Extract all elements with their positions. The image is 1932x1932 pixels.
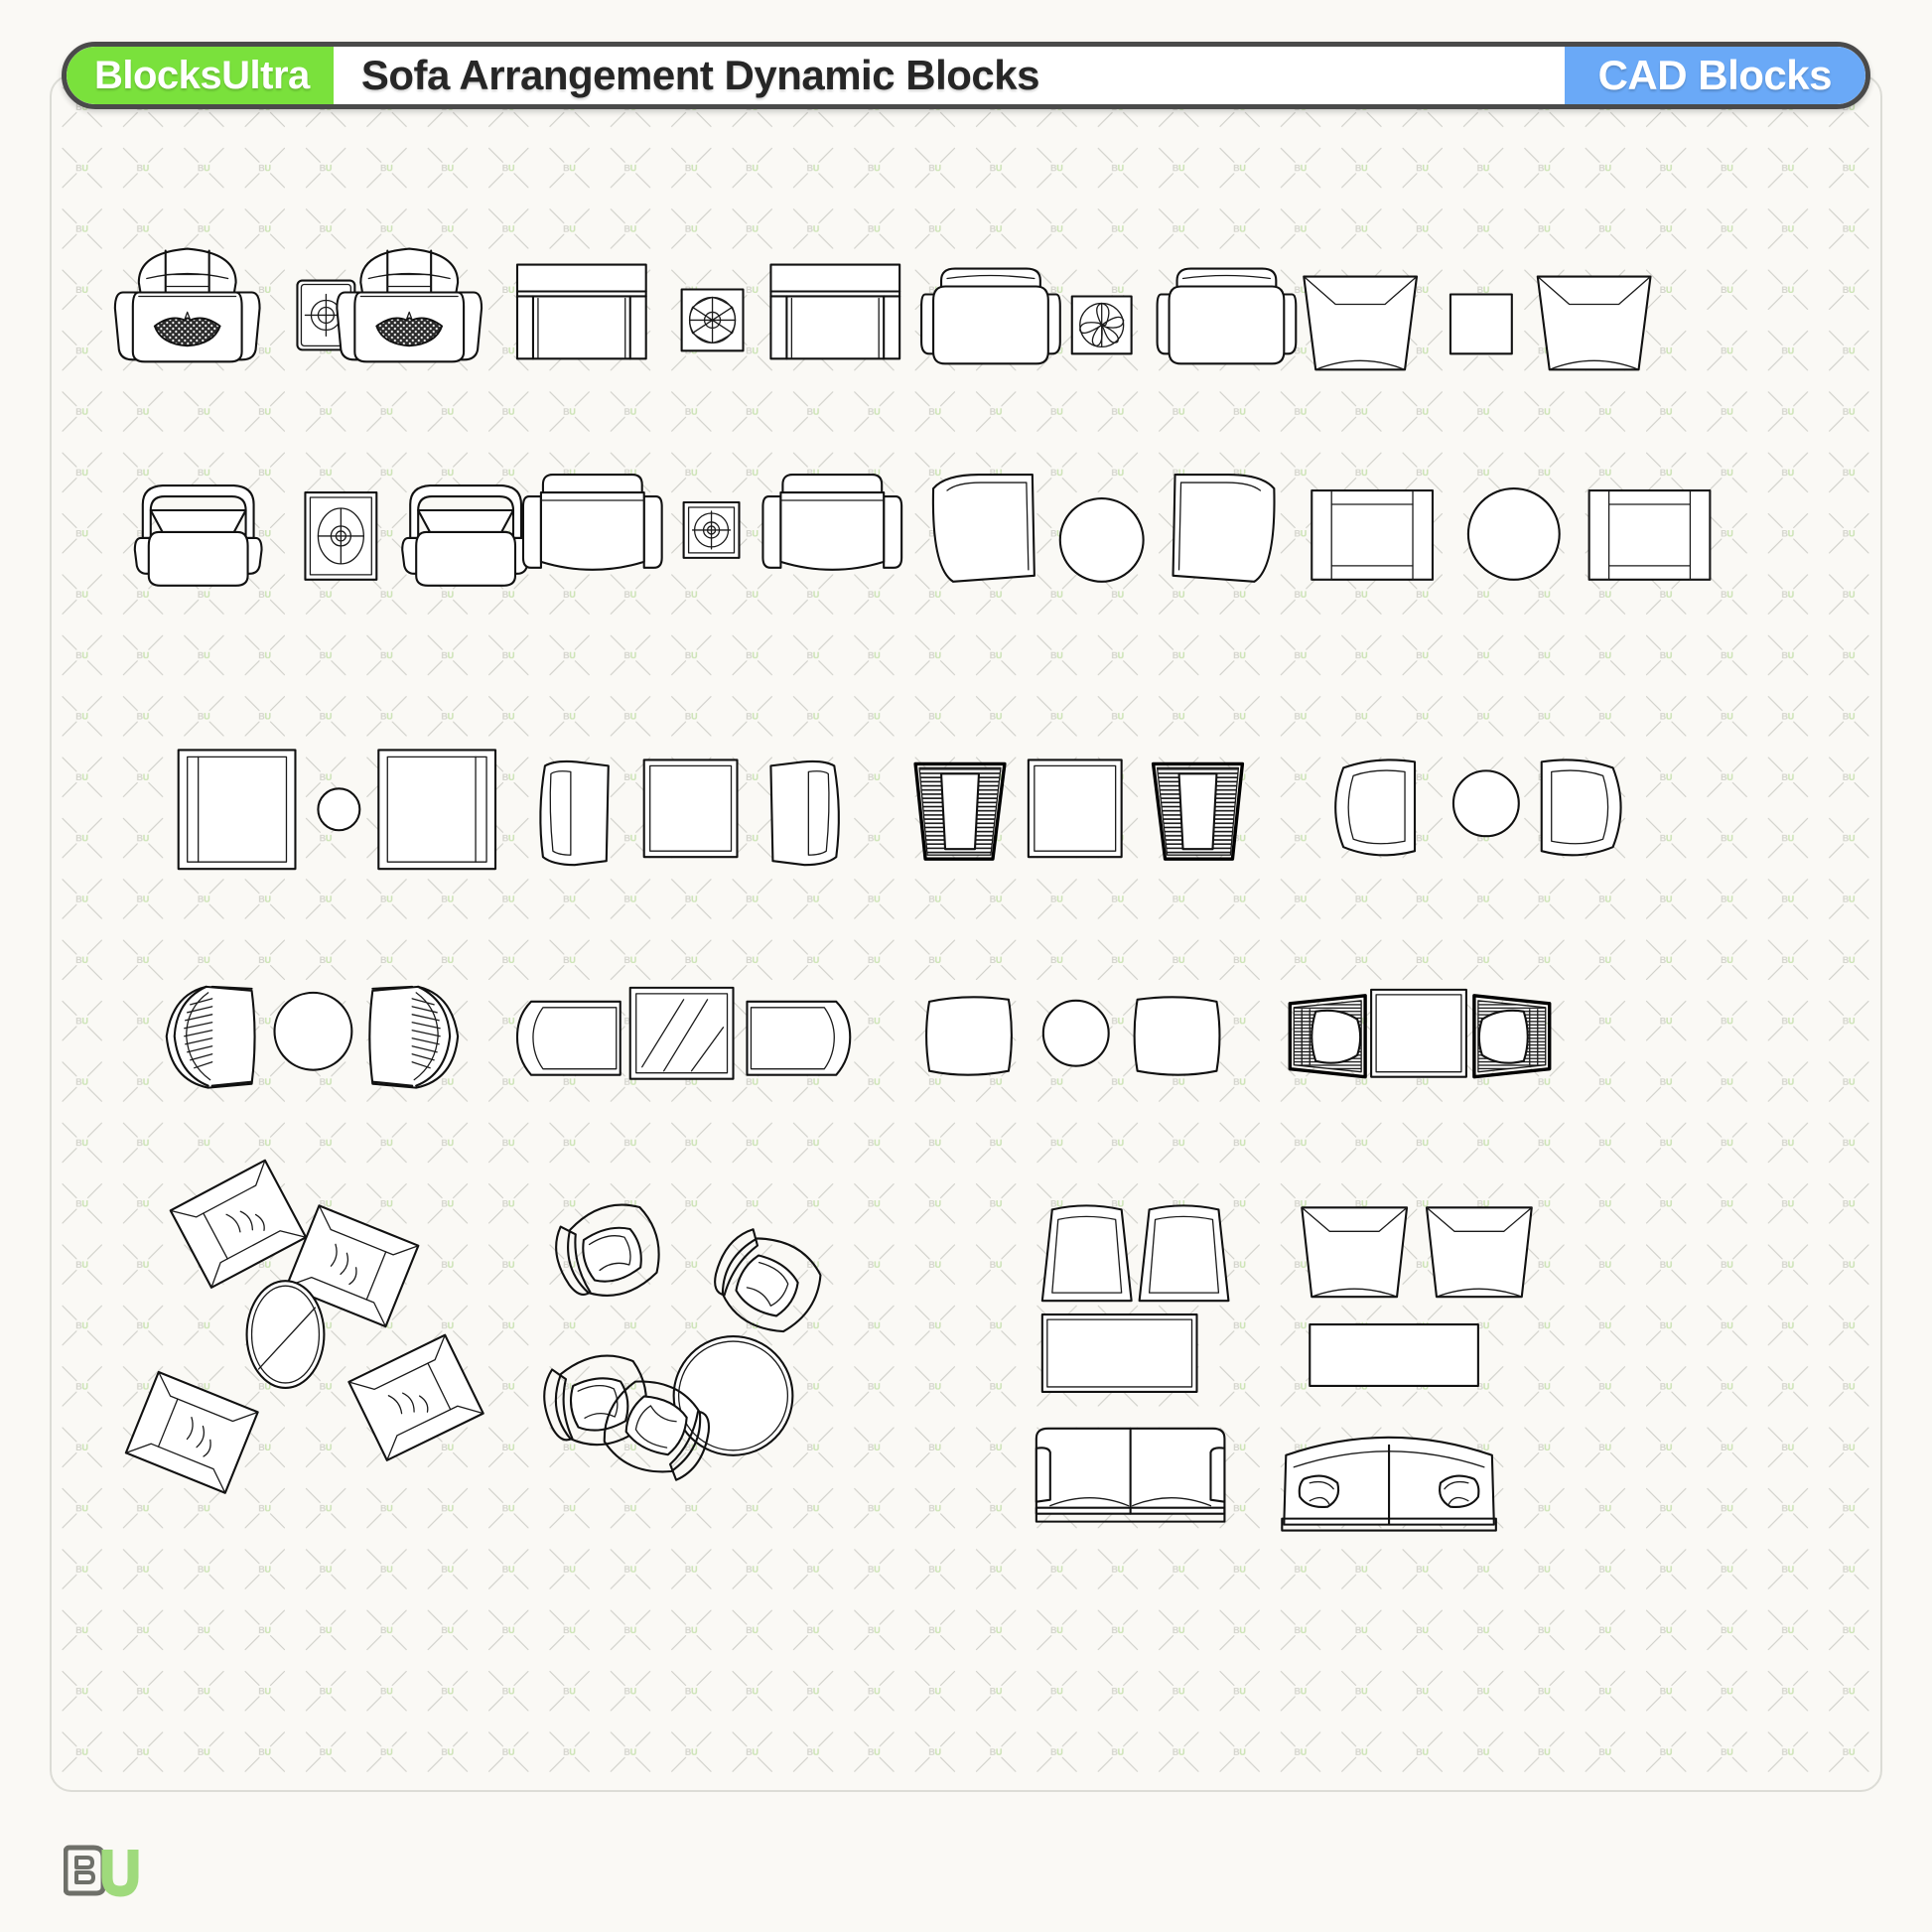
cad-blocks-layer <box>52 76 1880 1790</box>
group-four-armchairs-around-oval-table <box>124 1159 484 1494</box>
round-table-large[interactable] <box>1466 486 1561 581</box>
square-sofa-left <box>177 749 297 871</box>
tapered-armchair-right <box>1536 275 1652 371</box>
cushion-chair-left <box>925 996 1013 1076</box>
swivel-chair-top-right <box>700 1218 832 1345</box>
barrel-chair-left <box>1334 759 1417 857</box>
group-fan-back-chair-pair-with-circle-table <box>165 985 460 1089</box>
small-circle-table[interactable] <box>317 787 361 832</box>
page-title: Sofa Arrangement Dynamic Blocks <box>333 47 1565 104</box>
header-bar: BlocksUltra Sofa Arrangement Dynamic Blo… <box>62 42 1870 109</box>
logo-u-icon <box>101 1850 139 1897</box>
round-table[interactable] <box>1058 496 1145 583</box>
square-table-outline-2[interactable] <box>1027 759 1123 859</box>
armchair-winged-right <box>336 247 483 363</box>
lounge-chair-right <box>746 1000 852 1076</box>
group-tapered-armchair-pair-with-plain-square-table <box>1303 275 1652 371</box>
rounded-armchair-left <box>920 267 1061 365</box>
rect-table-striped[interactable] <box>628 986 735 1080</box>
group-shaded-chair-pair-with-rect-table <box>1288 988 1552 1079</box>
group-club-chair-pair-with-small-target-table <box>521 474 903 571</box>
group-two-chairs-coffee-table-and-sofa <box>1035 1204 1230 1522</box>
tub-chair-left <box>133 483 263 587</box>
small-square-table-target[interactable] <box>682 500 741 559</box>
oval-table[interactable] <box>245 1280 326 1389</box>
club-chair-left <box>521 474 663 571</box>
group-flared-chair-pair-with-square-table <box>539 759 840 867</box>
armchair-rotated-top-right <box>285 1204 420 1328</box>
circle-table[interactable] <box>1451 769 1520 838</box>
curved-back-chair-right <box>1172 474 1276 583</box>
fan-back-chair-right <box>368 985 460 1089</box>
round-table-group2[interactable] <box>672 1335 794 1456</box>
square-table-plain[interactable] <box>1449 293 1513 355</box>
square-sofa-right <box>377 749 497 871</box>
category-badge: CAD Blocks <box>1564 47 1865 104</box>
tub-chair-a <box>1040 1204 1133 1303</box>
armchair-winged-left <box>113 247 261 363</box>
two-seat-sofa <box>1035 1427 1226 1522</box>
armchair-rotated-top-left <box>169 1159 308 1289</box>
cad-canvas: BU U <box>50 74 1882 1792</box>
shaded-chair-right <box>1472 994 1552 1079</box>
tapered-armchair-left <box>1303 275 1419 371</box>
group-lounge-pair-with-striped-rect-table <box>515 986 852 1080</box>
rect-table-plain[interactable] <box>1309 1323 1479 1387</box>
shaded-chair-left <box>1288 994 1367 1079</box>
swivel-chair-mid-left <box>538 1349 653 1453</box>
group-boxy-armchair-pair-with-flower-table <box>515 263 901 359</box>
flared-chair-right <box>769 759 840 867</box>
boxy-armchair-right <box>769 263 901 359</box>
barrel-chair-right <box>1540 759 1622 857</box>
square-table-fan[interactable] <box>1070 295 1133 355</box>
logo-b-icon <box>64 1845 106 1896</box>
square-armchair-right <box>1587 488 1712 581</box>
swivel-chair-top-left <box>546 1194 670 1310</box>
curved-back-chair-left <box>931 474 1035 583</box>
group-three-swivel-chairs-around-round-table <box>538 1194 832 1489</box>
tapered-chair-b <box>1425 1206 1533 1299</box>
armchair-rotated-bottom-left <box>124 1370 259 1494</box>
square-table-rosette[interactable] <box>680 288 745 352</box>
group-rounded-armchair-pair-with-fan-table <box>920 267 1298 365</box>
curved-sofa-with-pillows <box>1282 1436 1496 1531</box>
swivel-chair-bottom <box>594 1368 722 1489</box>
group-barrel-chair-pair-with-circle-table <box>1334 759 1622 857</box>
group-tub-chair-pair-with-target-table <box>133 483 531 587</box>
flared-chair-left <box>539 759 610 867</box>
rounded-armchair-right <box>1156 267 1298 365</box>
group-square-sofa-pair-with-small-circle-table <box>177 749 497 871</box>
rect-coffee-table[interactable] <box>1040 1313 1198 1393</box>
brand-badge: BlocksUltra <box>67 47 334 104</box>
square-table-target[interactable] <box>304 490 378 581</box>
armchair-rotated-bottom-right <box>347 1333 484 1461</box>
boxy-armchair-left <box>515 263 647 359</box>
tub-chair-right <box>401 483 531 587</box>
group-two-chairs-rect-table-and-curved-sofa <box>1282 1206 1533 1531</box>
group-armchair-pair-with-square-side-table <box>113 247 483 363</box>
cad-blocks-svg <box>113 247 1712 1790</box>
hatched-chair-right <box>1151 761 1245 861</box>
group-square-armchair-pair-with-round-table <box>1311 486 1712 581</box>
cushion-chair-right <box>1133 996 1221 1076</box>
group-curved-back-chair-pair-with-round-table <box>931 474 1276 583</box>
square-armchair-left <box>1311 488 1435 581</box>
circle-table-4a[interactable] <box>273 991 353 1071</box>
blocksultra-logo <box>64 1845 139 1897</box>
square-table-outline[interactable] <box>642 759 739 859</box>
lounge-chair-left <box>515 1000 621 1076</box>
tapered-chair-a <box>1301 1206 1409 1299</box>
rect-table-outline[interactable] <box>1370 988 1467 1078</box>
tub-chair-b <box>1138 1204 1230 1303</box>
fan-back-chair-left <box>165 985 256 1089</box>
club-chair-right <box>761 474 903 571</box>
group-cushion-chair-pair-with-circle-table <box>925 996 1221 1076</box>
hatched-chair-left <box>913 761 1007 861</box>
circle-table-small[interactable] <box>1041 999 1110 1067</box>
group-hatched-chair-pair-with-square-table <box>913 759 1245 861</box>
